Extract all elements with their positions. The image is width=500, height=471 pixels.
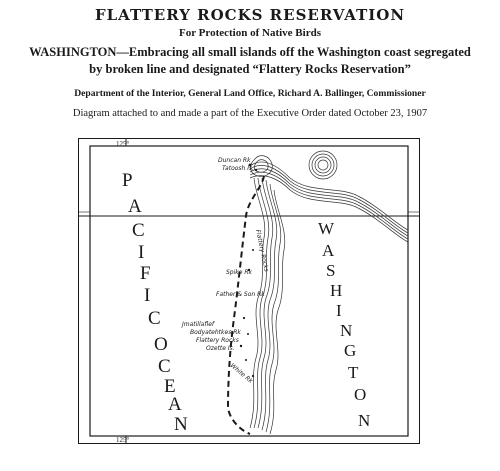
state-letter: G [344,341,356,360]
ocean-letter: A [168,394,182,415]
islands [239,163,258,378]
ocean-letter: I [144,285,150,306]
ocean-letter: F [140,263,151,284]
subtitle: For Protection of Native Birds [179,27,321,39]
state-letter: O [354,385,366,404]
state-letter: N [358,411,370,430]
state-letter: W [318,219,335,238]
diagram-note: Diagram attached to and made a part of t… [72,108,428,119]
state-letter: T [348,363,359,382]
ocean-letter: A [128,196,142,217]
state-letter: S [326,261,335,280]
ocean-letter: O [154,334,168,355]
outer-border [78,138,420,444]
state-label: W A S H I N G T O N [318,219,370,430]
place-duncan: Duncan Rk [218,157,251,164]
department-line: Department of the Interior, General Land… [74,88,426,99]
ocean-letter: P [122,170,133,191]
place-jmatillaflef: Jmatillaflef [181,321,215,328]
state-letter: N [340,321,352,340]
inner-border [89,145,409,437]
ocean-letter: N [174,414,188,435]
state-letter: H [330,281,342,300]
page-title: FLATTERY ROCKS RESERVATION [94,6,406,24]
place-white-rk: White Rk [229,362,255,385]
place-spike: Spike Rk [226,269,253,276]
place-father-son: Father & Son Rk [216,291,265,298]
description-line-2: by broken line and designated “Flattery … [89,62,411,76]
ocean-letter: C [132,220,145,241]
ocean-letter: C [148,308,161,329]
reservation-boundary [226,175,265,435]
ocean-label: P A C I F I C O C E A N [122,170,188,435]
place-ozette: Ozette Is. [206,345,235,352]
longitude-label-bottom: 125° [116,436,130,444]
place-flattery-rocks: Flattery Rocks [196,337,239,344]
coastline-contours [249,150,409,435]
place-tatoosh: Tatoosh Is. [222,165,254,172]
state-letter: I [336,301,342,320]
description-line-1: WASHINGTON—Embracing all small islands o… [29,45,471,59]
state-letter: A [322,241,335,260]
longitude-label-top: 125° [116,140,130,148]
place-bodyatehtkes: Bodyatehtkes Rk [190,329,241,336]
ocean-letter: E [164,376,176,397]
place-flattery-vertical: Flattery Rocks [254,229,270,272]
map-svg: 125° 125° P A C I F I C O C E A N W A S … [78,138,420,444]
ocean-letter: C [158,356,171,377]
ocean-letter: I [138,242,144,263]
map-frame: 125° 125° P A C I F I C O C E A N W A S … [78,138,420,444]
